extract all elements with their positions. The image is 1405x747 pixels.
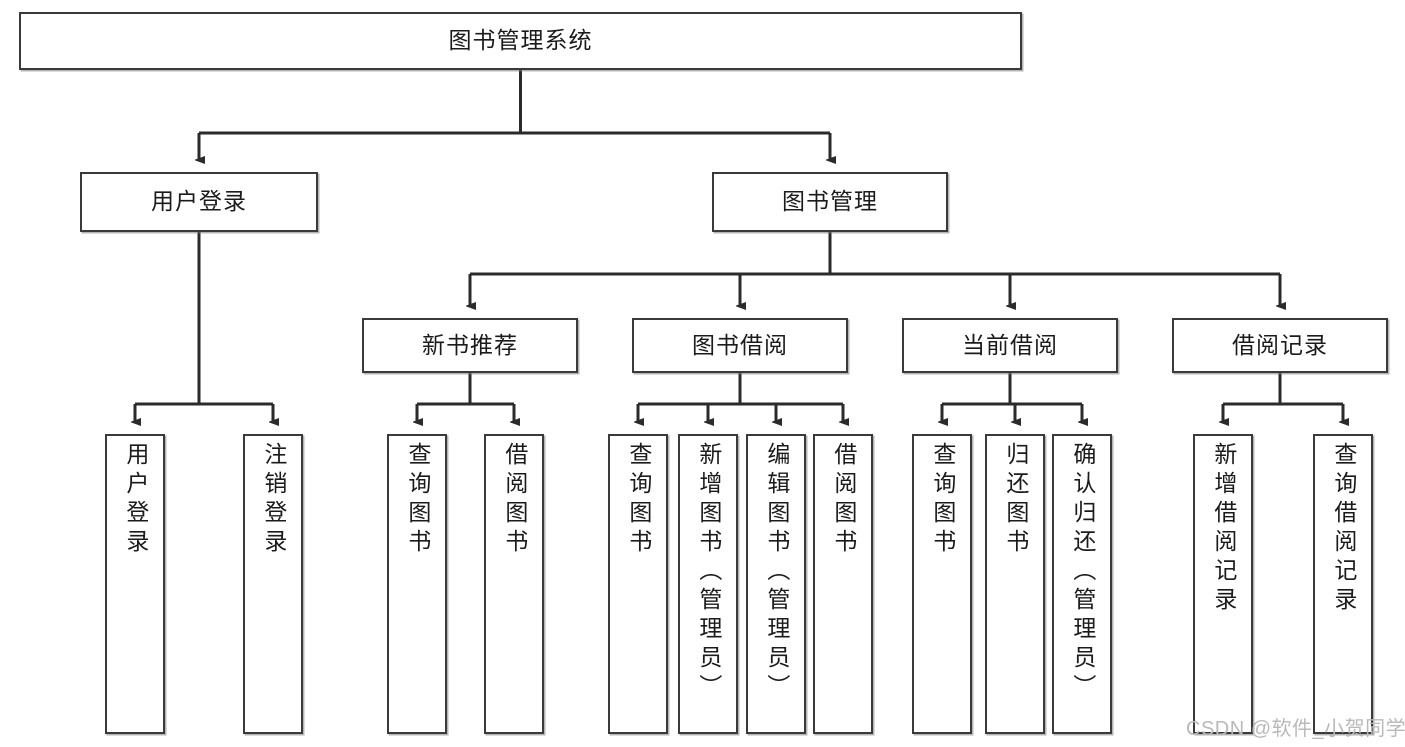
node-leaf-query-book-3[interactable]: 查询图书 <box>912 434 972 734</box>
node-leaf-confirm-return-label: 确认归还（管理员） <box>1069 442 1096 703</box>
node-leaf-query-record-label: 查询借阅记录 <box>1330 442 1357 616</box>
node-leaf-query-book-1[interactable]: 查询图书 <box>387 434 447 734</box>
node-book-borrow[interactable]: 图书借阅 <box>632 318 848 373</box>
node-new-book-rec-label: 新书推荐 <box>422 331 518 358</box>
node-leaf-return-book-label: 归还图书 <box>1002 442 1029 558</box>
node-leaf-borrow-book-1[interactable]: 借阅图书 <box>484 434 544 734</box>
node-current-borrow-label: 当前借阅 <box>962 331 1058 358</box>
node-leaf-query-book-3-label: 查询图书 <box>929 442 956 558</box>
node-borrow-record-label: 借阅记录 <box>1232 331 1328 358</box>
node-new-book-rec[interactable]: 新书推荐 <box>362 318 578 373</box>
node-leaf-user-login-label: 用户登录 <box>122 442 149 558</box>
node-book-borrow-label: 图书借阅 <box>692 331 788 358</box>
node-user-login[interactable]: 用户登录 <box>80 172 318 232</box>
node-leaf-user-login[interactable]: 用户登录 <box>105 434 165 734</box>
node-leaf-edit-book-label: 编辑图书（管理员） <box>763 442 790 703</box>
node-book-manage-label: 图书管理 <box>782 188 878 215</box>
node-leaf-borrow-book-1-label: 借阅图书 <box>501 442 528 558</box>
node-leaf-return-book[interactable]: 归还图书 <box>985 434 1045 734</box>
node-leaf-add-book-label: 新增图书（管理员） <box>695 442 722 703</box>
node-leaf-add-record-label: 新增借阅记录 <box>1210 442 1237 616</box>
node-leaf-logout[interactable]: 注销登录 <box>243 434 303 734</box>
node-leaf-borrow-book-2-label: 借阅图书 <box>830 442 857 558</box>
node-book-manage[interactable]: 图书管理 <box>712 172 948 232</box>
node-leaf-query-record[interactable]: 查询借阅记录 <box>1313 434 1373 734</box>
node-leaf-query-book-1-label: 查询图书 <box>404 442 431 558</box>
node-root-label: 图书管理系统 <box>448 27 593 54</box>
node-leaf-logout-label: 注销登录 <box>260 442 287 558</box>
node-user-login-label: 用户登录 <box>151 188 247 215</box>
node-leaf-edit-book[interactable]: 编辑图书（管理员） <box>746 434 806 734</box>
node-borrow-record[interactable]: 借阅记录 <box>1172 318 1388 373</box>
node-leaf-add-record[interactable]: 新增借阅记录 <box>1193 434 1253 734</box>
node-leaf-confirm-return[interactable]: 确认归还（管理员） <box>1052 434 1112 734</box>
node-root[interactable]: 图书管理系统 <box>19 12 1022 70</box>
node-leaf-add-book[interactable]: 新增图书（管理员） <box>678 434 738 734</box>
node-leaf-query-book-2[interactable]: 查询图书 <box>608 434 668 734</box>
node-leaf-borrow-book-2[interactable]: 借阅图书 <box>813 434 873 734</box>
node-current-borrow[interactable]: 当前借阅 <box>902 318 1118 373</box>
node-leaf-query-book-2-label: 查询图书 <box>625 442 652 558</box>
csdn-watermark: CSDN @软件_小贺同学 <box>1186 718 1405 740</box>
